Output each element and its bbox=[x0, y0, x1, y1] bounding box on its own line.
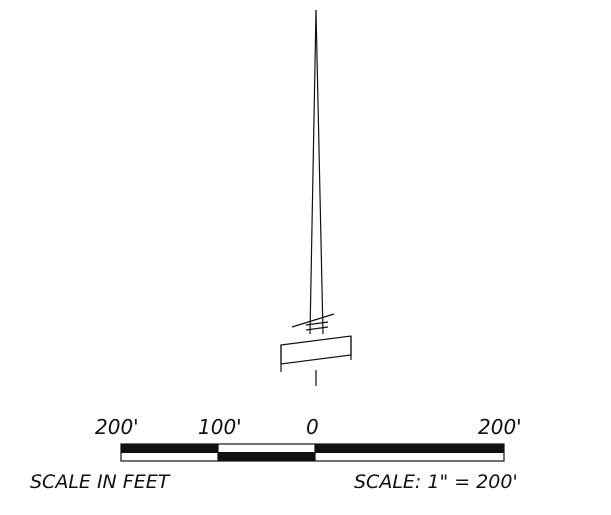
north-arrow-shaft-right bbox=[315, 9, 324, 335]
north-arrow-tick-2 bbox=[305, 326, 329, 331]
scale-tick-labels: 200' 100' 0 200' bbox=[95, 415, 522, 439]
bar-segment-0-200-top bbox=[315, 444, 504, 453]
tick-label-100: 100' bbox=[198, 415, 242, 439]
north-arrow bbox=[280, 9, 352, 386]
north-arrow-tick-1 bbox=[305, 321, 329, 326]
north-arrow-slash bbox=[291, 313, 335, 328]
tick-label-left-200: 200' bbox=[95, 415, 139, 439]
scale-caption-left: SCALE IN FEET bbox=[30, 471, 171, 493]
bar-segment-200-100-top bbox=[121, 444, 218, 453]
north-arrow-shaft-left bbox=[309, 9, 317, 335]
bar-segment-100-0-bottom bbox=[218, 452, 315, 461]
scale-caption-right: SCALE: 1" = 200' bbox=[354, 471, 518, 493]
tick-label-right-200: 200' bbox=[478, 415, 522, 439]
bar-scale bbox=[120, 443, 505, 462]
north-arrow-barb bbox=[280, 335, 352, 365]
tick-label-0: 0 bbox=[306, 415, 319, 439]
